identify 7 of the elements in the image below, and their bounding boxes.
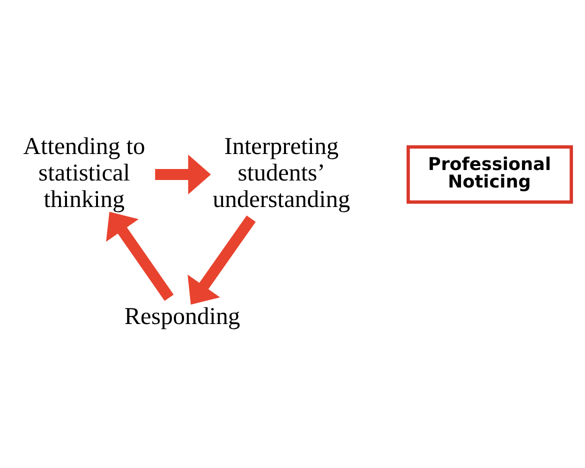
- arrow: [155, 154, 211, 194]
- node-text: Responding: [124, 302, 240, 330]
- node-box: Professional Noticing: [406, 145, 573, 204]
- node-text: Attending to statistical thinking: [23, 133, 146, 214]
- arrow: [106, 212, 174, 301]
- node-text: Interpreting students’ understanding: [212, 133, 350, 214]
- arrow: [188, 216, 256, 305]
